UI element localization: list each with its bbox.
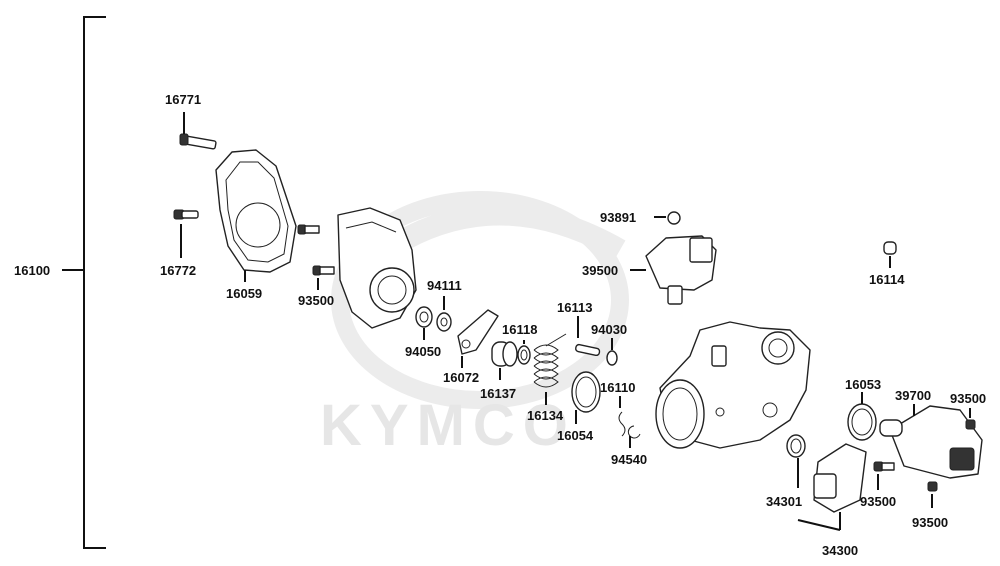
washer-94111 (436, 296, 452, 332)
bearing-16137 (491, 341, 518, 380)
label-16059: 16059 (226, 286, 262, 301)
cover-16059 (215, 149, 297, 282)
label-16053: 16053 (845, 377, 881, 392)
label-93891: 93891 (600, 210, 636, 225)
sensor-34300 (797, 443, 867, 531)
label-16072: 16072 (443, 370, 479, 385)
sensor-39500 (630, 235, 717, 305)
clip-16110 (618, 396, 626, 437)
screw-93500-b (965, 408, 976, 430)
cap-16114 (883, 241, 897, 268)
circlip-94540 (627, 425, 641, 448)
label-94050: 94050 (405, 344, 441, 359)
actuator-39700 (879, 404, 983, 479)
nut-94030 (606, 338, 618, 366)
gasket-16054 (571, 371, 601, 424)
label-16118: 16118 (502, 322, 537, 337)
label-94030: 94030 (591, 322, 627, 337)
pin-16113 (575, 316, 601, 357)
kymco-watermark: KYMCO (320, 191, 629, 458)
label-16134: 16134 (527, 408, 564, 423)
label-93500-b: 93500 (950, 391, 986, 406)
assembly-label: 16100 (14, 263, 50, 278)
label-39700: 39700 (895, 388, 931, 403)
label-16137: 16137 (480, 386, 516, 401)
label-94111: 94111 (427, 278, 462, 293)
seal-16118 (517, 340, 531, 365)
label-34301: 34301 (766, 494, 802, 509)
label-16113: 16113 (557, 300, 592, 315)
label-16054: 16054 (557, 428, 594, 443)
label-39500: 39500 (582, 263, 618, 278)
label-16771: 16771 (165, 92, 201, 107)
assembly-bracket (62, 16, 106, 549)
lever-16072 (457, 309, 499, 368)
bolt-16771 (179, 112, 217, 150)
label-93500-d: 93500 (912, 515, 948, 530)
nut-94050 (415, 306, 433, 340)
screw-93500-c (873, 461, 895, 490)
throttle-housing (337, 207, 417, 329)
throttle-body (655, 321, 811, 449)
screws-93500 (297, 224, 335, 290)
oring-34301 (786, 434, 806, 488)
bolt-16772 (173, 209, 199, 258)
gasket-16053 (847, 392, 877, 441)
label-94540: 94540 (611, 452, 647, 467)
label-16110: 16110 (600, 380, 635, 395)
screw-93891 (654, 211, 681, 225)
label-93500-a: 93500 (298, 293, 334, 308)
watermark-text: KYMCO (320, 393, 576, 458)
spring-16134 (533, 333, 567, 405)
label-34300: 34300 (822, 543, 858, 558)
screw-93500-d (927, 481, 938, 508)
label-16114: 16114 (869, 272, 905, 287)
label-16772: 16772 (160, 263, 196, 278)
label-93500-c: 93500 (860, 494, 896, 509)
